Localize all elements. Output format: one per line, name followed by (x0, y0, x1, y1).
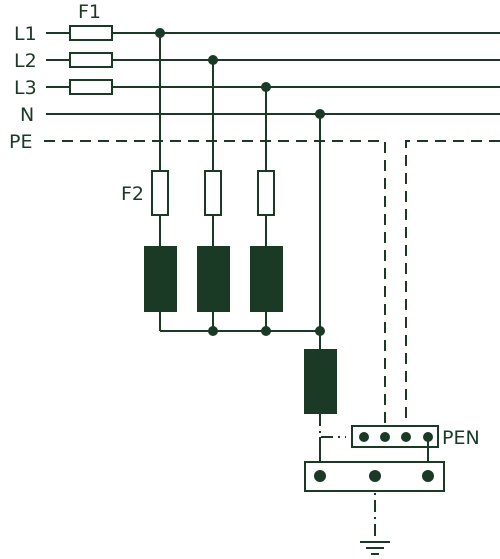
fuse-icon (69, 79, 113, 95)
terminal-dot (359, 432, 369, 442)
label-f1: F1 (78, 1, 101, 23)
pe-line-right (405, 140, 500, 428)
junction-dot (208, 326, 218, 336)
junction-dot (208, 55, 218, 65)
junction-dot (315, 326, 325, 336)
terminal-dot (423, 432, 433, 442)
label-l3: L3 (14, 77, 37, 99)
ground-icon (360, 541, 390, 555)
surge-arrester-icon (144, 246, 177, 312)
fuse-icon (257, 170, 275, 216)
terminal-dot (314, 470, 326, 482)
junction-dot (155, 28, 165, 38)
label-l1: L1 (14, 23, 37, 45)
label-f2: F2 (121, 183, 144, 205)
terminal-dot (422, 470, 434, 482)
surge-arrester-icon (197, 246, 230, 312)
bus-line-pe (44, 140, 386, 428)
junction-dot (261, 326, 271, 336)
label-l2: L2 (14, 50, 37, 72)
label-pen: PEN (442, 427, 480, 449)
terminal-dot (380, 432, 390, 442)
fuse-icon (204, 170, 222, 216)
pen-terminal-strip (351, 425, 439, 448)
fuse-icon (69, 52, 113, 68)
junction-dot (315, 109, 325, 119)
terminal-dot (369, 470, 381, 482)
fuse-icon (151, 170, 169, 216)
surge-arrester-icon (304, 349, 337, 414)
junction-dot (261, 82, 271, 92)
surge-arrester-icon (250, 246, 283, 312)
n-arrester-to-terminal (319, 414, 346, 438)
fuse-icon (69, 25, 113, 41)
label-pe: PE (9, 131, 32, 153)
label-n: N (20, 104, 34, 126)
terminal-dot (401, 432, 411, 442)
